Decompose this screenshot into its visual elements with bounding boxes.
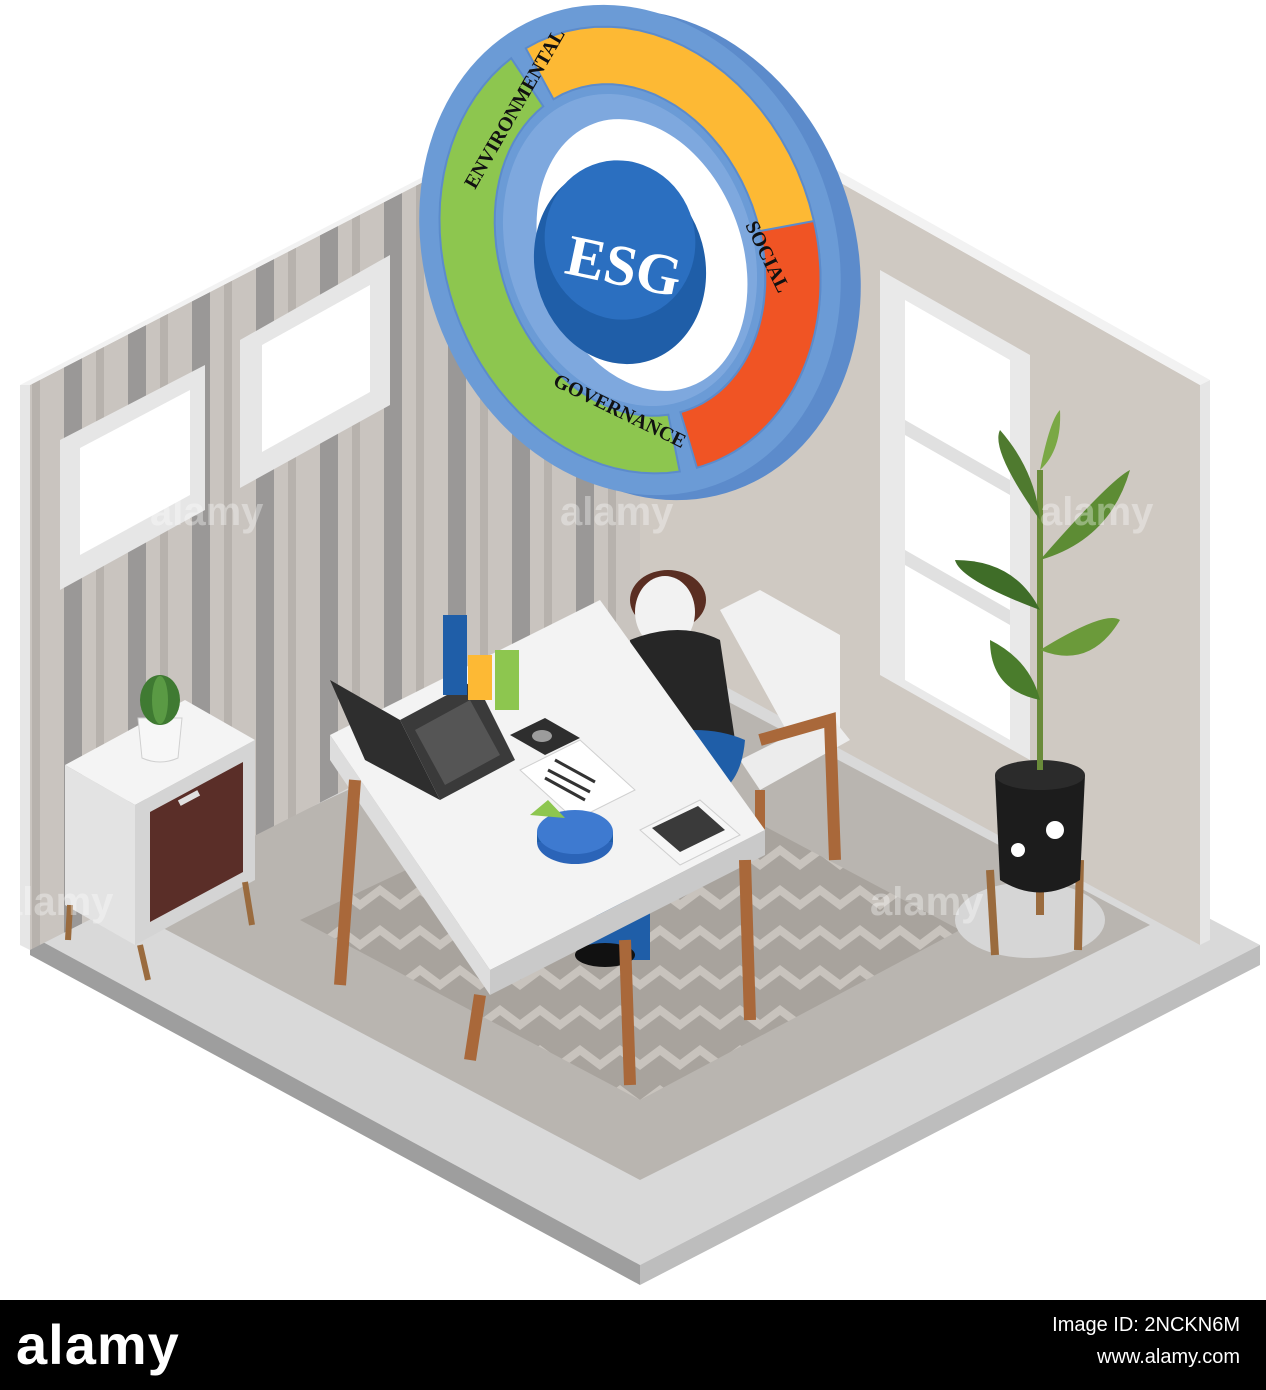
side-cabinet [65, 700, 255, 981]
esg-hub: ESG [533, 160, 707, 365]
mouse-pad [510, 718, 580, 755]
picture-frame-right [240, 255, 390, 488]
image-id: Image ID: 2NCKN6M [1052, 1314, 1240, 1336]
calculator [639, 799, 741, 866]
footer-bar: alamy Image ID: 2NCKN6M www.alamy.com [0, 1300, 1266, 1390]
alamy-logo: alamy [16, 1313, 180, 1376]
isometric-room-illustration: alamy alamy alamy alamy alamy ESG ENVIRO… [0, 4, 1260, 1285]
laptop [330, 680, 515, 800]
svg-text:alamy: alamy [1040, 490, 1154, 534]
ring-segment-environmental [438, 56, 681, 475]
ring-segment-governance [679, 219, 822, 470]
chair [720, 590, 850, 861]
document [519, 739, 636, 821]
svg-text:alamy: alamy [150, 490, 264, 534]
svg-text:alamy: alamy [870, 880, 984, 924]
bar-chart-model [443, 615, 519, 710]
svg-text:alamy: alamy [0, 880, 114, 924]
cactus-pot [137, 675, 183, 763]
site-url: www.alamy.com [1097, 1346, 1240, 1368]
pie-chart-model [530, 800, 613, 864]
potted-plant [955, 410, 1130, 958]
esg-ring-diagram: ESG ENVIRONMENTAL SOCIAL GOVERNANCE [419, 4, 861, 501]
picture-frame-left [60, 365, 205, 590]
window [880, 270, 1030, 760]
